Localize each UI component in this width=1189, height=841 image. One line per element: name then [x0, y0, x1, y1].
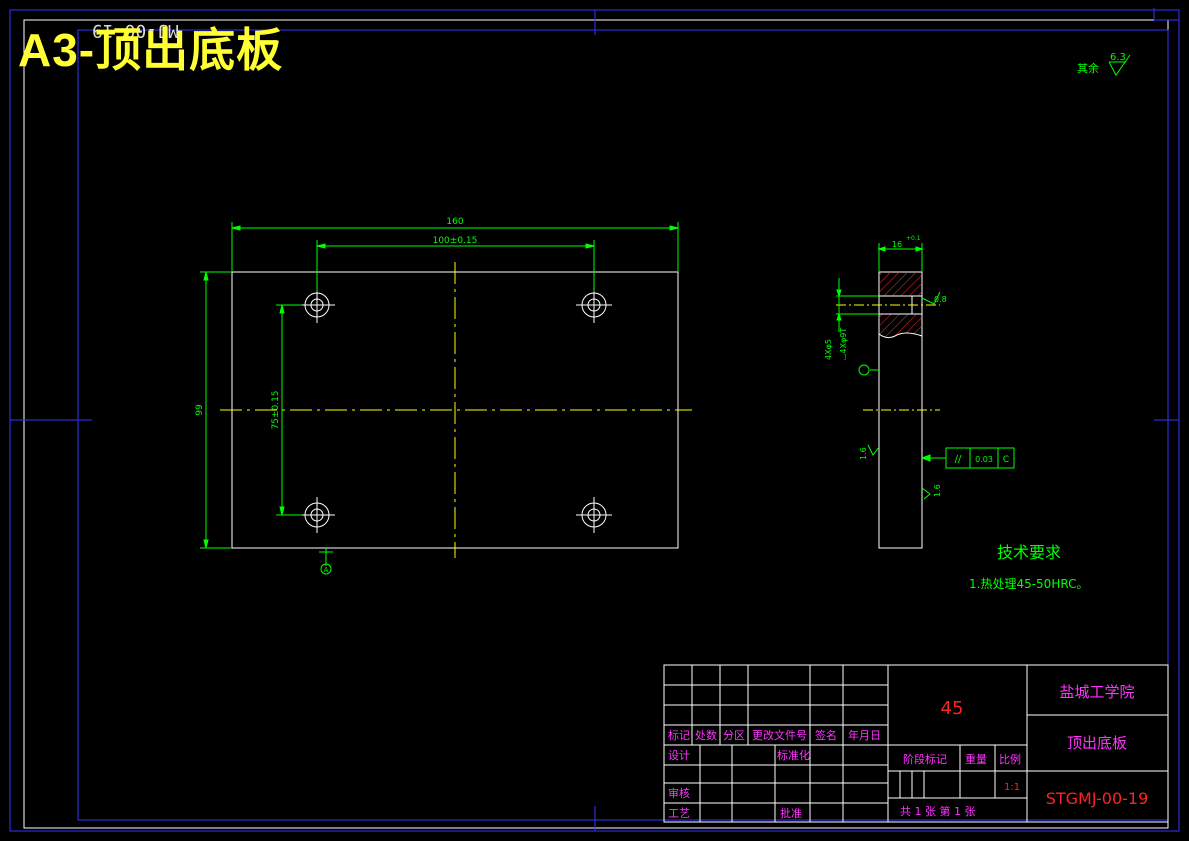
drawing-number: STGMJ-00-19 — [1046, 789, 1149, 808]
label-count: 处数 — [695, 729, 717, 742]
hole-top-left — [299, 287, 335, 323]
dim-width: 160 — [446, 217, 463, 227]
tech-requirements: 技术要求 1.热处理45-50HRC。 — [969, 543, 1088, 591]
label-design: 设计 — [668, 749, 690, 762]
material: 45 — [941, 698, 964, 719]
label-signature: 签名 — [815, 728, 837, 742]
front-view: 160 100±0.15 99 75±0.15 A — [195, 217, 692, 575]
label-change-doc: 更改文件号 — [752, 728, 807, 742]
sheet-frame — [9, 8, 1180, 832]
part-name: 顶出底板 — [1067, 734, 1127, 752]
dimensions-side — [836, 243, 1015, 500]
dim-thickness-tol: +0.1 — [906, 235, 921, 242]
hole-bottom-right — [576, 497, 612, 533]
dim-thickness: 16 — [892, 240, 902, 249]
roughness-value: 6.3 — [1110, 52, 1126, 63]
roughness-top: 0.8 — [934, 295, 947, 304]
side-view: 16 +0.1 4Xφ5 ⌴4Xφ9T 0.8 1.6 1.6 // 0.03 … — [824, 235, 1015, 549]
dim-height: 99 — [195, 404, 205, 416]
label-scale: 比例 — [999, 752, 1021, 766]
label-weight: 重量 — [965, 752, 987, 766]
label-stage-mark: 阶段标记 — [903, 752, 947, 766]
scale-value: 1:1 — [1004, 782, 1020, 793]
tolerance-datum: C — [1003, 455, 1009, 465]
roughness-bottom: 1.6 — [933, 484, 942, 497]
title-block — [663, 664, 1169, 823]
title-block-text: 标记 处数 分区 更改文件号 签名 年月日 设计 标准化 审核 工艺 批准 阶段… — [668, 683, 1148, 820]
tech-item-1: 1.热处理45-50HRC。 — [969, 577, 1088, 591]
roughness-side: 1.6 — [859, 447, 868, 460]
roughness-note: 其余 6.3 — [1077, 52, 1131, 76]
label-standardize: 标准化 — [777, 748, 810, 762]
label-mark: 标记 — [668, 728, 690, 742]
tech-heading: 技术要求 — [997, 543, 1061, 562]
hole-note-1: 4Xφ5 — [824, 339, 833, 360]
dimensions-front — [200, 222, 679, 575]
sheet-title: A3-顶出底板 — [18, 24, 284, 76]
datum-label: A — [324, 566, 329, 574]
label-date: 年月日 — [848, 728, 881, 742]
sheets-note: 共 1 张 第 1 张 — [900, 804, 975, 818]
hole-note-2: ⌴4Xφ9T — [839, 328, 848, 360]
dim-hole-spacing-x: 100±0.15 — [433, 236, 478, 246]
label-review: 审核 — [668, 786, 690, 800]
tolerance-value: 0.03 — [975, 455, 993, 464]
label-approve: 批准 — [780, 806, 802, 820]
dim-hole-spacing-y: 75±0.15 — [271, 390, 281, 429]
school-name: 盐城工学院 — [1059, 683, 1134, 701]
label-process: 工艺 — [668, 807, 690, 820]
roughness-label: 其余 — [1077, 61, 1099, 75]
hole-bottom-left — [299, 497, 335, 533]
label-zone: 分区 — [723, 729, 745, 742]
hole-top-right — [576, 287, 612, 323]
tolerance-symbol: // — [955, 454, 962, 465]
